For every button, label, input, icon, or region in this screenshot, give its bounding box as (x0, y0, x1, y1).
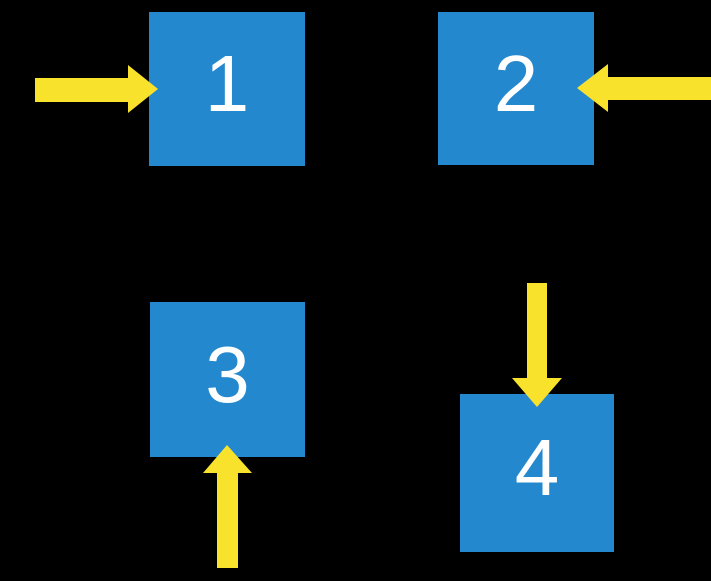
left-arrow-icon (577, 64, 711, 112)
square-3-label: 3 (205, 329, 250, 419)
up-arrow-icon (203, 445, 252, 568)
square-1-label: 1 (204, 39, 250, 128)
square-2: 2 (438, 12, 594, 165)
square-4: 4 (460, 394, 614, 552)
square-4-label: 4 (514, 423, 560, 512)
right-arrow-icon (35, 65, 158, 113)
square-1: 1 (149, 12, 305, 166)
square-3: 3 (150, 302, 305, 457)
square-2-label: 2 (493, 38, 539, 128)
down-arrow-icon (512, 283, 562, 407)
